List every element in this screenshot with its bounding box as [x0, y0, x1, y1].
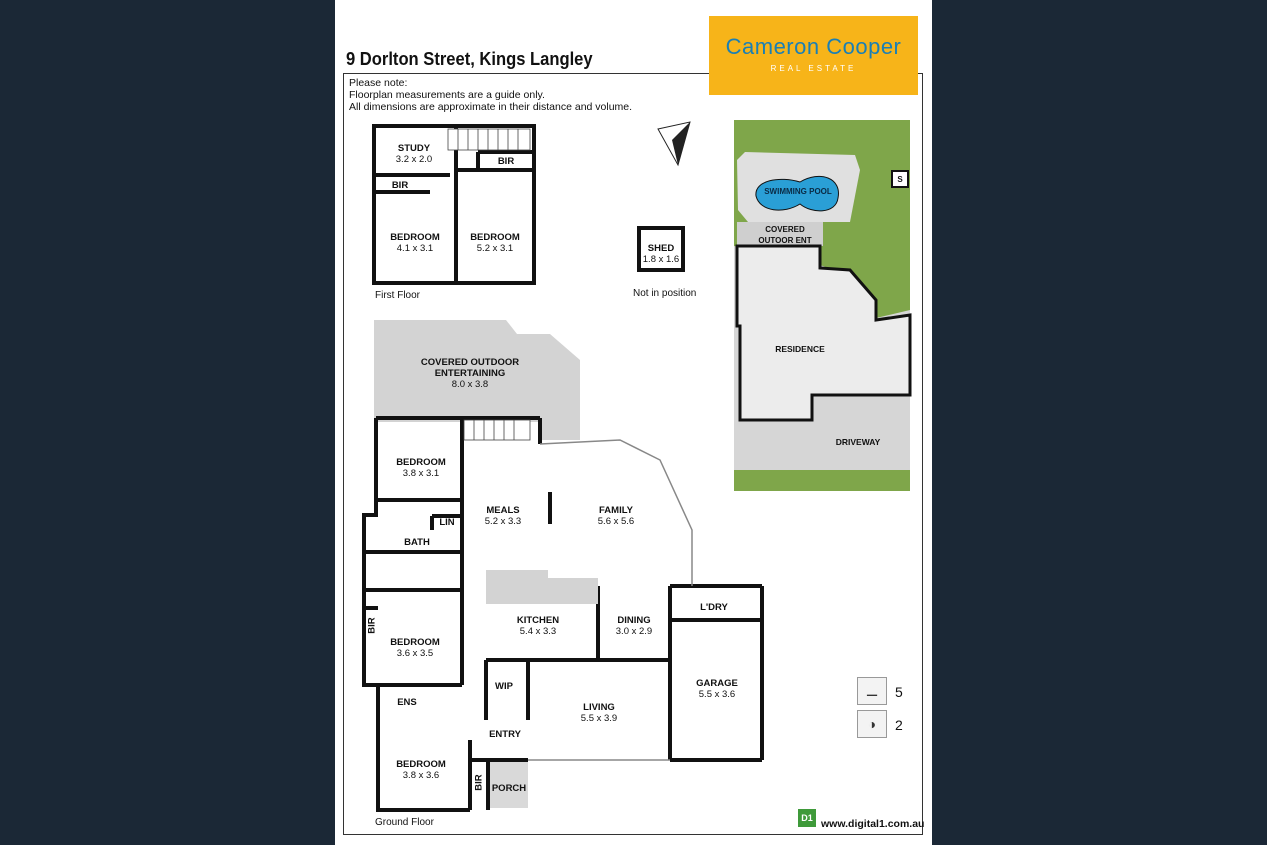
- shed-outline: [637, 226, 685, 272]
- room-laundry: L'DRY: [700, 602, 728, 613]
- ground-floor-stairs: [463, 419, 531, 441]
- room-porch: PORCH: [491, 783, 527, 794]
- note-line: Please note:: [349, 77, 408, 89]
- bedroom-count: 5: [895, 684, 903, 700]
- covered-outdoor-area: [374, 320, 580, 440]
- logo-name: Cameron Cooper: [725, 34, 902, 59]
- room-wip: WIP: [495, 681, 513, 692]
- plan-frame: [343, 73, 923, 835]
- kitchen-bench: [548, 578, 598, 604]
- north-arrow-icon: [657, 121, 691, 167]
- bathtub-icon: ◑: [857, 710, 887, 738]
- first-floor-walls: [372, 124, 536, 285]
- driveway-label: DRIVEWAY: [835, 437, 881, 447]
- room-bir: BIR: [497, 156, 515, 167]
- first-floor-caption: First Floor: [375, 290, 420, 301]
- first-floor-stairs: [447, 128, 531, 151]
- note-line: Floorplan measurements are a guide only.: [349, 89, 545, 101]
- pool-label: SWIMMING POOL: [764, 187, 832, 196]
- room-lin: LIN: [439, 517, 455, 528]
- digital1-logo-icon: D1: [798, 809, 816, 827]
- room-entry: ENTRY: [489, 729, 521, 740]
- agency-logo[interactable]: Cameron Cooper REAL ESTATE: [709, 16, 918, 95]
- room-ensuite: ENS: [397, 697, 417, 708]
- bed-icon: ⚊: [857, 677, 887, 705]
- footer-website-link[interactable]: www.digital1.com.au: [821, 818, 925, 830]
- bathroom-count: 2: [895, 717, 903, 733]
- note-line: All dimensions are approximate in their …: [349, 101, 633, 113]
- kitchen-island: [486, 570, 548, 604]
- room-bir: BIR: [473, 774, 485, 791]
- porch-area: [490, 762, 528, 808]
- logo-tagline: REAL ESTATE: [770, 64, 857, 73]
- shed-note: Not in position: [633, 288, 697, 299]
- room-bir: BIR: [366, 617, 378, 634]
- property-address: 9 Dorlton Street, Kings Langley: [346, 49, 593, 69]
- ground-floor-caption: Ground Floor: [375, 817, 434, 828]
- site-s-label: S: [897, 175, 903, 184]
- disclaimer-note: Please note: Floorplan measurements are …: [349, 77, 632, 113]
- room-bir: BIR: [391, 180, 409, 191]
- room-bath: BATH: [404, 537, 430, 548]
- ground-floor-glazing: [528, 439, 693, 761]
- residence-label: RESIDENCE: [775, 344, 825, 354]
- site-plan-map: [734, 120, 912, 491]
